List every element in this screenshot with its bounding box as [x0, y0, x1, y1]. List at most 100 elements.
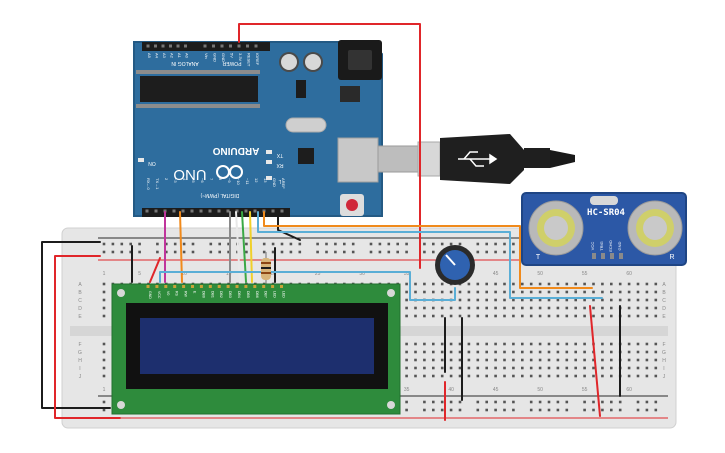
wire-green [241, 211, 247, 283]
breadboard-hole [414, 314, 417, 318]
breadboard-hole [556, 306, 560, 310]
breadboard-hole [547, 314, 551, 318]
breadboard-hole [583, 350, 586, 354]
digital-pin-label: 2 [164, 178, 169, 181]
lcd-pin [217, 285, 221, 288]
breadboard-hole [476, 342, 480, 346]
breadboard-hole [547, 400, 551, 404]
breadboard-hole [458, 358, 462, 362]
column-number: 20 [270, 271, 276, 277]
breadboard-hole [529, 374, 533, 378]
breadboard-hole [547, 298, 551, 302]
header-pin [212, 44, 215, 48]
breadboard-hole [645, 408, 649, 412]
breadboard-hole [467, 314, 471, 318]
breadboard-hole [601, 342, 604, 346]
l-led [266, 176, 272, 180]
column-number: 1 [103, 271, 106, 277]
breadboard-hole [636, 350, 640, 354]
usb-plug-metal [377, 145, 421, 173]
header-pin [154, 44, 157, 48]
breadboard-hole [485, 358, 488, 362]
breadboard-hole [574, 314, 577, 318]
potentiometer[interactable] [435, 245, 475, 285]
sensor-left-mark: T [536, 254, 541, 261]
breadboard-hole [610, 306, 613, 310]
breadboard-hole [485, 298, 488, 302]
breadboard-hole [503, 408, 506, 412]
breadboard-hole [645, 358, 649, 362]
potentiometer-indicator [445, 254, 456, 266]
breadboard-hole [512, 400, 515, 404]
breadboard-hole [512, 298, 515, 302]
capacitor-top [305, 54, 321, 70]
row-letter: C [662, 298, 666, 304]
breadboard-hole [102, 400, 106, 404]
breadboard-hole [512, 282, 515, 286]
dc-jack-socket [348, 50, 372, 70]
tx-led [266, 150, 272, 154]
breadboard-hole [574, 342, 577, 346]
row-letter: I [663, 366, 664, 372]
power-header-label: POWER [222, 60, 241, 66]
breadboard-hole [494, 314, 497, 318]
breadboard-hole [467, 366, 471, 370]
usb-cable [377, 134, 575, 184]
breadboard-hole [156, 250, 159, 254]
lcd-pin-label: E [193, 291, 197, 294]
tx-label: TX [276, 152, 283, 158]
breadboard-hole [538, 290, 542, 294]
lcd-mount-hole [387, 401, 395, 409]
column-number: 45 [493, 271, 499, 277]
breadboard-hole [316, 250, 319, 254]
header-pin [237, 44, 241, 48]
breadboard-hole [583, 366, 586, 370]
lcd-pin-label: RW [184, 291, 188, 297]
breadboard-hole [423, 250, 426, 254]
reset-button-cap[interactable] [346, 199, 358, 211]
breadboard-hole [654, 314, 658, 318]
breadboard-hole [547, 290, 551, 294]
lcd-mount-hole [387, 289, 395, 297]
breadboard-hole [538, 306, 542, 310]
power-pin-label: 5V [230, 53, 235, 58]
breadboard-hole [485, 400, 488, 404]
breadboard-hole [601, 400, 604, 404]
breadboard-hole [414, 290, 417, 294]
digital-pin-label: 8 [218, 178, 223, 181]
breadboard-hole [645, 342, 649, 346]
transmitter-transducer [528, 200, 584, 256]
column-number: 10 [181, 271, 187, 277]
breadboard-hole [583, 374, 586, 378]
breadboard-hole [574, 350, 577, 354]
breadboard-hole [405, 408, 408, 412]
breadboard-hole [654, 298, 658, 302]
breadboard-hole [102, 282, 106, 286]
breadboard-hole [610, 282, 613, 286]
breadboard-hole [574, 298, 577, 302]
row-letter: H [662, 358, 666, 364]
breadboard-hole [538, 408, 542, 412]
breadboard-hole [636, 366, 640, 370]
breadboard-hole [298, 250, 302, 254]
breadboard-hole [521, 282, 524, 286]
column-number: 45 [493, 387, 499, 393]
breadboard-hole [610, 290, 613, 294]
breadboard-hole [432, 358, 435, 362]
breadboard-hole [423, 408, 426, 412]
breadboard-hole [449, 350, 453, 354]
breadboard-hole [636, 400, 640, 404]
breadboard-hole [405, 242, 408, 246]
breadboard-hole [627, 342, 631, 346]
breadboard-hole [610, 374, 613, 378]
sensor-name: HC-SR04 [587, 208, 626, 218]
sensor-pin [610, 253, 614, 259]
breadboard-hole [521, 366, 524, 370]
breadboard-hole [102, 250, 106, 254]
breadboard-hole [494, 358, 497, 362]
lcd-pin-label: DB6 [255, 291, 259, 298]
lcd-pin-label: LED [282, 291, 286, 298]
breadboard-hole [565, 400, 569, 404]
lcd-pin [182, 285, 186, 288]
analog-pin-label: A0 [185, 53, 190, 59]
